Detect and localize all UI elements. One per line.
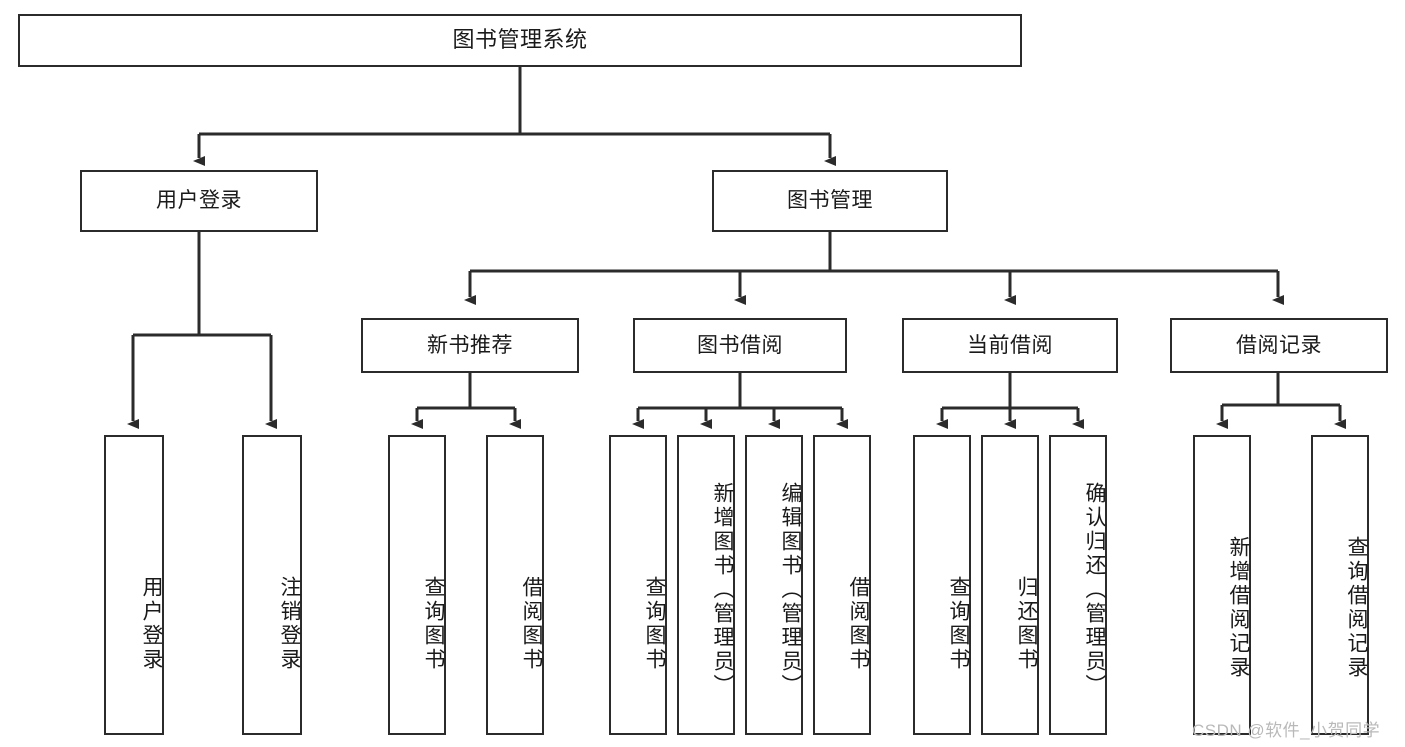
node-borrow-record[interactable]: 借阅记录 [1170, 318, 1388, 373]
node-leaf-user-login[interactable]: 用户登录 [104, 435, 164, 735]
node-leaf-query-book-2[interactable]: 查询图书 [609, 435, 667, 735]
node-leaf-edit-book[interactable]: 编辑图书（管理员） [745, 435, 803, 735]
node-leaf-add-book[interactable]: 新增图书（管理员） [677, 435, 735, 735]
node-root[interactable]: 图书管理系统 [18, 14, 1022, 67]
node-leaf-return-book[interactable]: 归还图书 [981, 435, 1039, 735]
node-leaf-query-book-3[interactable]: 查询图书 [913, 435, 971, 735]
node-new-book-recommend[interactable]: 新书推荐 [361, 318, 579, 373]
csdn-watermark: CSDN @软件_小贺同学 [1192, 721, 1381, 740]
node-leaf-borrow-book-2[interactable]: 借阅图书 [813, 435, 871, 735]
node-current-borrow[interactable]: 当前借阅 [902, 318, 1118, 373]
node-user-login[interactable]: 用户登录 [80, 170, 318, 232]
node-leaf-confirm-return[interactable]: 确认归还（管理员） [1049, 435, 1107, 735]
node-book-borrow[interactable]: 图书借阅 [633, 318, 847, 373]
node-book-management[interactable]: 图书管理 [712, 170, 948, 232]
node-leaf-add-record[interactable]: 新增借阅记录 [1193, 435, 1251, 735]
node-leaf-query-record[interactable]: 查询借阅记录 [1311, 435, 1369, 735]
node-leaf-query-book-1[interactable]: 查询图书 [388, 435, 446, 735]
node-leaf-borrow-book-1[interactable]: 借阅图书 [486, 435, 544, 735]
node-leaf-logout-login[interactable]: 注销登录 [242, 435, 302, 735]
